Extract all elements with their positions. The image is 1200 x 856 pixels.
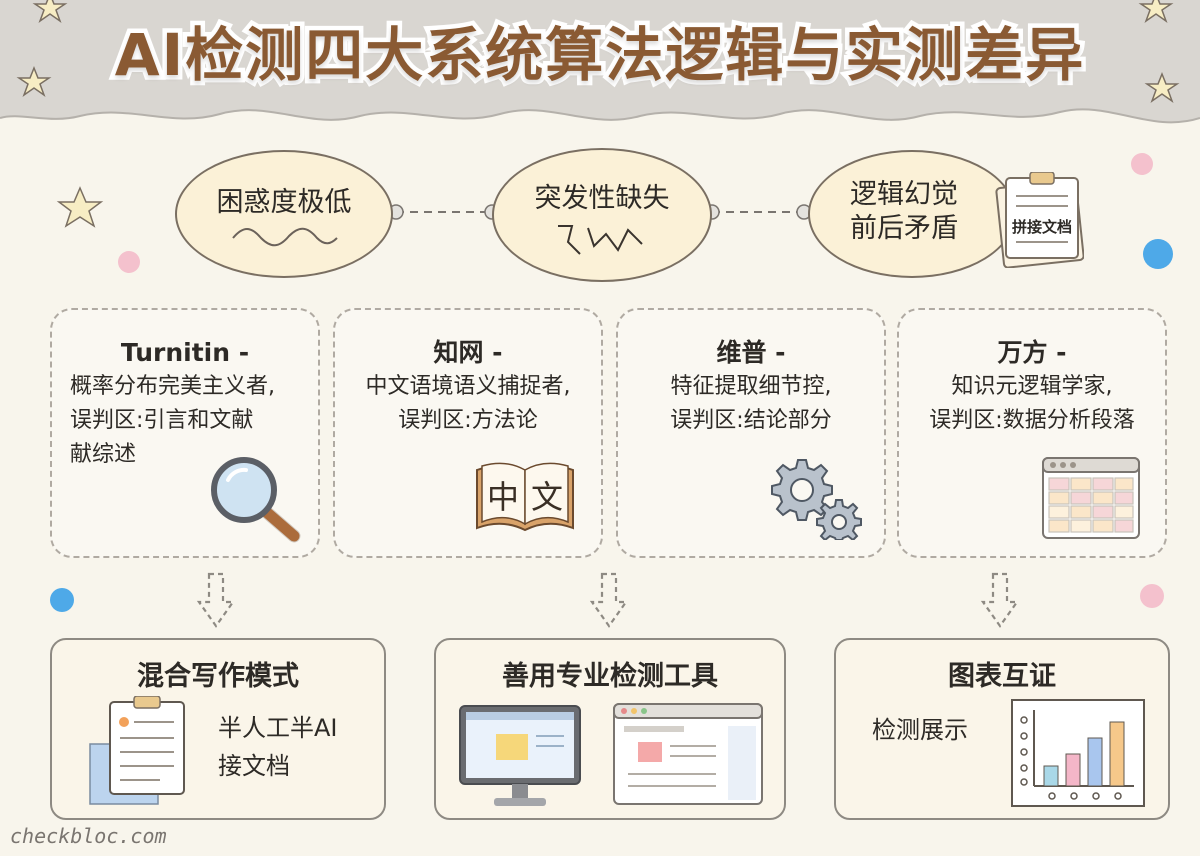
browser-window-icon — [613, 703, 763, 805]
strategy-text: 接文档 — [218, 752, 290, 780]
strategy-card-hybrid-writing: 混合写作模式 半人工半AI 接文档 — [50, 638, 386, 820]
strategy-text: 半人工半AI — [218, 714, 338, 742]
clipboard-icon — [89, 696, 185, 805]
card-name: 知网 - — [433, 338, 503, 367]
strategy-title: 善用专业检测工具 — [502, 661, 718, 692]
bubble-label: 逻辑幻觉 — [850, 179, 958, 210]
star-icon — [56, 186, 104, 228]
arrow-down-icon — [196, 572, 236, 628]
bubble-logic-hallucination: 逻辑幻觉 前后矛盾 — [808, 150, 1016, 278]
card-desc: 误判区:结论部分 — [670, 408, 832, 433]
card-name: Turnitin - — [120, 338, 250, 367]
bubble-burstiness: 突发性缺失 — [492, 148, 712, 282]
header-band — [0, 0, 1200, 124]
card-desc: 误判区:数据分析段落 — [929, 408, 1135, 433]
bubble-label: 困惑度极低 — [216, 187, 352, 218]
zigzag-icon — [558, 225, 643, 255]
card-desc: 中文语境语义捕捉者, — [365, 374, 571, 399]
bubble-label: 前后矛盾 — [850, 213, 958, 244]
clipboard-icon: 拼接文档 — [992, 172, 1084, 268]
wave-icon — [232, 227, 338, 247]
card-name: 维普 - — [716, 338, 786, 367]
dot-blue — [1143, 239, 1173, 269]
bubble-label: 突发性缺失 — [534, 183, 670, 214]
card-desc: 误判区:引言和文献 — [70, 408, 254, 433]
down-arrows — [196, 572, 1020, 628]
card-turnitin: Turnitin - 概率分布完美主义者, 误判区:引言和文献 献综述 — [50, 308, 320, 558]
strategy-card-detection-tools: 善用专业检测工具 — [434, 638, 786, 820]
strategy-card-chart-verification: 图表互证 检测展示 — [834, 638, 1170, 820]
book-text: 中文 — [486, 478, 575, 516]
table-icon — [1042, 457, 1140, 539]
clipboard-label: 拼接文档 — [1011, 218, 1072, 236]
monitor-icon — [459, 705, 581, 806]
strategy-title: 混合写作模式 — [137, 661, 299, 692]
magnifier-icon — [211, 457, 301, 543]
bar-chart-icon — [1011, 699, 1145, 807]
card-vip: 维普 - 特征提取细节控, 误判区:结论部分 — [616, 308, 886, 558]
arrow-down-icon — [980, 572, 1020, 628]
dot-pink — [118, 251, 140, 273]
strategy-title: 图表互证 — [948, 661, 1056, 692]
dot-pink — [1131, 153, 1153, 175]
card-desc: 献综述 — [70, 442, 137, 467]
card-cnki: 知网 - 中文语境语义捕捉者, 误判区:方法论 中文 — [333, 308, 603, 558]
card-wanfang: 万方 - 知识元逻辑学家, 误判区:数据分析段落 — [897, 308, 1167, 558]
decorations — [50, 153, 1173, 612]
card-desc: 误判区:方法论 — [398, 408, 538, 433]
card-desc: 概率分布完美主义者, — [70, 374, 275, 399]
book-icon: 中文 — [473, 460, 577, 536]
page-title: AI检测四大系统算法逻辑与实测差异 — [110, 17, 1087, 94]
footer-watermark: checkbloc.com — [10, 824, 167, 848]
arrow-down-icon — [589, 572, 629, 628]
star-icon — [16, 0, 1180, 103]
strategy-text: 检测展示 — [872, 716, 968, 744]
dot-pink — [1140, 584, 1164, 608]
dot-blue — [50, 588, 74, 612]
bubble-perplexity: 困惑度极低 — [175, 150, 393, 278]
card-desc: 特征提取细节控, — [670, 374, 832, 399]
gears-icon — [771, 459, 862, 540]
card-desc: 知识元逻辑学家, — [951, 374, 1113, 399]
card-name: 万方 - — [997, 338, 1067, 367]
